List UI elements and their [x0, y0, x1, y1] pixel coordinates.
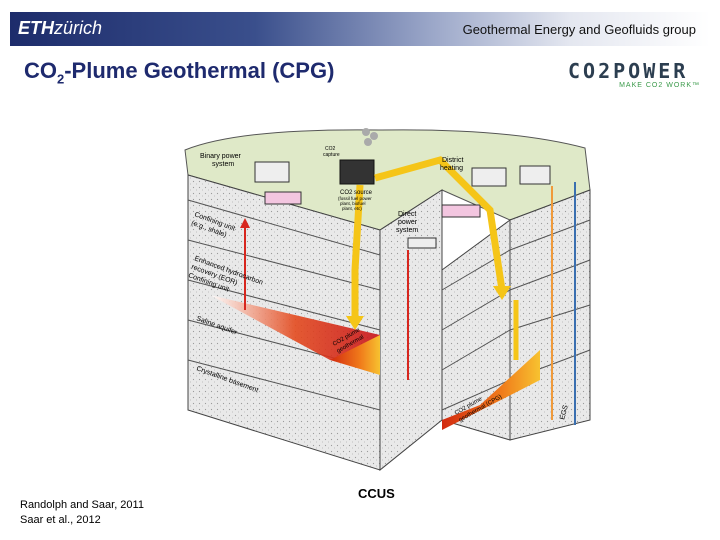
right-side-face: [509, 189, 591, 441]
co2-flow-to-right: [374, 156, 506, 291]
citations: Randolph and Saar, 2011 Saar et al., 201…: [20, 498, 144, 528]
district-heating-plant: [471, 167, 507, 187]
layer-line: [187, 359, 381, 411]
header-bar: ETHzürich Geothermal Energy and Geofluid…: [10, 12, 710, 46]
heat-exchanger-right: [441, 204, 481, 218]
slide-title: CO2-Plume Geothermal (CPG): [24, 58, 335, 87]
label-binary-system: system: [212, 161, 234, 168]
label-co2-capture-b: capture: [323, 152, 340, 158]
co2-flow-arrow: [346, 316, 364, 330]
label-district-heating-b: heating: [440, 165, 463, 172]
label-co2-source-detail: plant, biofuel: [340, 201, 366, 206]
label-co2-source-detail: (fossil fuel power: [338, 196, 372, 201]
binary-power-plant: [254, 161, 290, 183]
eth-zurich-logo: ETHzürich: [18, 18, 103, 38]
hot-fluid-arrow: [240, 218, 250, 228]
egs-plant: [519, 165, 551, 185]
label-binary-power: Binary power: [200, 153, 242, 160]
label-district-heating-a: District: [442, 157, 463, 164]
co2-flow-arrow: [493, 286, 511, 300]
layer-line: [187, 279, 381, 331]
co2power-logo: CO2POWER MAKE CO2 WORK™: [568, 59, 700, 89]
heat-exchanger-left: [264, 191, 302, 205]
label-co2-capture-a: CO2: [325, 146, 336, 152]
citation-1: Randolph and Saar, 2011: [20, 499, 144, 511]
cpg-diagram: Binary power system CO2 capture CO2 sour…: [184, 128, 591, 472]
co2-source-plant: [339, 159, 375, 185]
layer-line: [441, 259, 591, 331]
label-co2-source-detail: plant, etc): [342, 206, 362, 211]
co2-flow-injection-left: [351, 184, 364, 320]
co2-plume-left: [330, 335, 380, 375]
label-egs: EGS: [559, 404, 570, 420]
layer-line: [187, 239, 381, 291]
smoke-puff: [362, 128, 370, 136]
layer-line: [187, 199, 381, 256]
group-name: Geothermal Energy and Geofluids group: [462, 22, 696, 37]
citation-2: Saar et al., 2012: [20, 514, 101, 526]
layer-line: [441, 219, 591, 291]
smoke-puff: [370, 132, 378, 140]
smoke-puff: [364, 138, 372, 146]
eor-wedge: [210, 295, 380, 360]
direct-power-plant: [407, 237, 437, 249]
layer-line: [441, 304, 591, 371]
label-direct-power-a: Direct: [398, 211, 416, 218]
label-direct-power-b: power: [398, 219, 418, 226]
label-co2-source: CO2 source: [340, 190, 373, 196]
ccus-label: CCUS: [358, 486, 395, 501]
label-direct-power-c: system: [396, 227, 418, 234]
